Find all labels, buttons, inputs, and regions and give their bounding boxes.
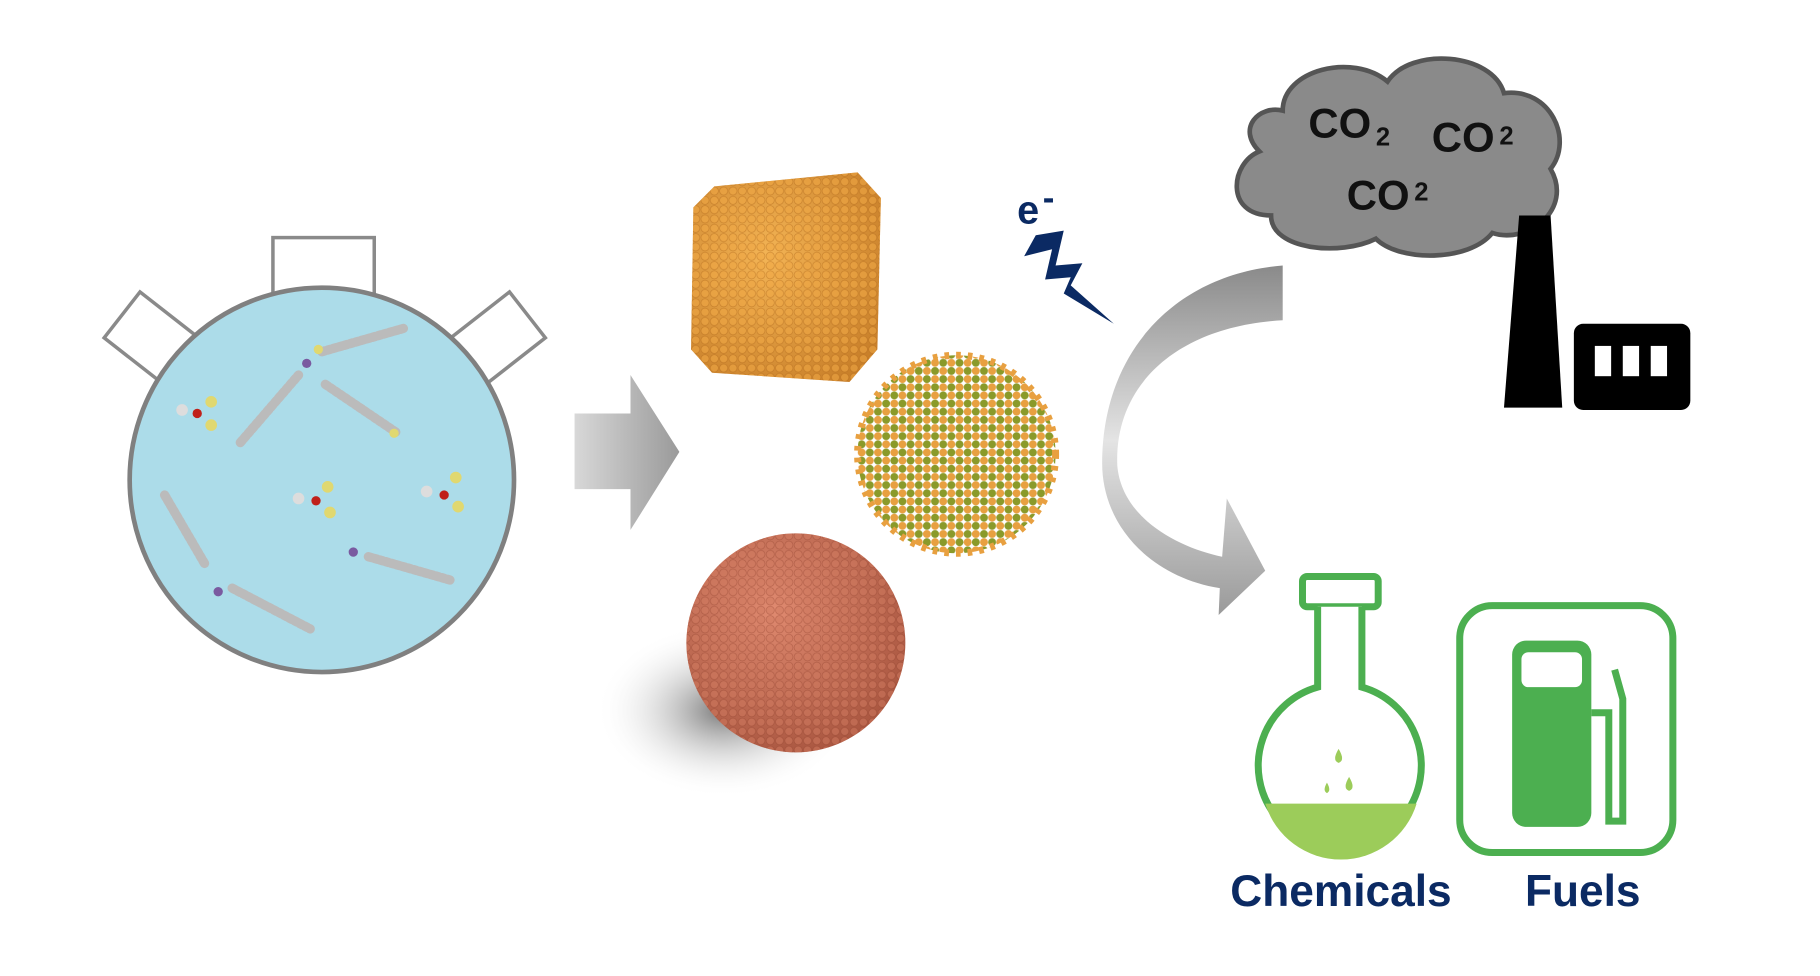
- electron-charge: -: [1043, 179, 1055, 218]
- conversion-curved-arrow: [1102, 265, 1283, 615]
- electron-label: e -: [1017, 179, 1054, 233]
- small-molecules: [176, 395, 464, 519]
- co2-subscript: 2: [1376, 124, 1390, 152]
- factory-icon: [1503, 215, 1691, 410]
- reaction-flask: [101, 235, 548, 675]
- alkyl-chain-molecule: [159, 323, 455, 634]
- electron-text: e: [1017, 189, 1039, 233]
- fuels-label: Fuels: [1525, 867, 1641, 916]
- alloy-nanoparticle: [854, 351, 1060, 557]
- ligand-molecules: [159, 323, 464, 634]
- chemicals-label: Chemicals: [1230, 867, 1451, 916]
- lightning-bolt-icon: [1024, 230, 1114, 324]
- co2-cloud: CO 2 CO 2 CO 2: [1234, 56, 1562, 258]
- fuel-pump-icon: [1456, 602, 1677, 857]
- co2-text: CO: [1347, 172, 1410, 219]
- co2-label: CO 2: [1347, 172, 1429, 219]
- chemicals-flask-icon: [1254, 573, 1425, 860]
- copper-nanoparticle: [595, 533, 906, 798]
- co2-subscript: 2: [1499, 122, 1513, 150]
- co2-label: CO 2: [1308, 99, 1390, 151]
- co2-text: CO: [1308, 99, 1371, 146]
- co2-subscript: 2: [1414, 178, 1428, 206]
- cube-nanoparticle: [691, 172, 881, 383]
- co2-text: CO: [1432, 113, 1495, 160]
- co2-label: CO 2: [1432, 113, 1514, 160]
- process-arrow: [574, 375, 680, 530]
